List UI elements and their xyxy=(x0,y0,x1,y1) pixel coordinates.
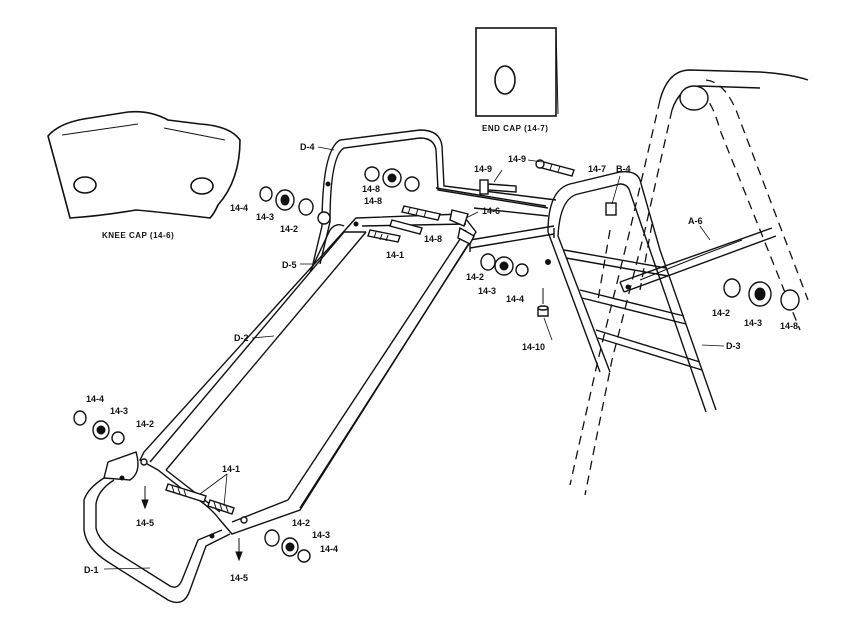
label-14-8-d: 14-8 xyxy=(780,321,798,331)
part-labels: D-4 D-5 D-2 D-1 D-3 B-4 A-6 14-9 14-9 14… xyxy=(84,142,798,583)
label-14-9-top: 14-9 xyxy=(474,164,492,174)
label-a6: A-6 xyxy=(688,216,703,226)
front-leg-frame xyxy=(83,451,231,604)
nut-cluster-top-left xyxy=(259,166,420,225)
label-14-4-bottom: 14-4 xyxy=(320,544,338,554)
label-14-3-mid: 14-3 xyxy=(478,286,496,296)
label-14-8-a: 14-8 xyxy=(362,184,380,194)
label-14-1-bottom: 14-1 xyxy=(222,464,240,474)
top-frame-bars xyxy=(309,129,557,273)
nut-cluster-right xyxy=(723,278,800,311)
label-14-8-c: 14-8 xyxy=(424,234,442,244)
top-bolts xyxy=(353,159,575,245)
label-14-5-bottom: 14-5 xyxy=(230,573,248,583)
label-14-2-mid: 14-2 xyxy=(466,272,484,282)
label-14-4-top: 14-4 xyxy=(230,203,248,213)
label-14-1-top: 14-1 xyxy=(386,250,404,260)
label-14-8-b: 14-8 xyxy=(364,196,382,206)
screws-14-5 xyxy=(141,486,243,562)
label-14-10: 14-10 xyxy=(522,342,545,352)
label-d5: D-5 xyxy=(282,260,297,270)
label-14-5-left: 14-5 xyxy=(136,518,154,528)
knee-cap-caption: KNEE CAP (14-6) xyxy=(102,231,174,240)
nut-cluster-bottom xyxy=(264,529,311,563)
label-d3: D-3 xyxy=(726,341,741,351)
nut-cluster-left xyxy=(73,410,125,445)
label-14-3-top: 14-3 xyxy=(256,212,274,222)
label-14-7: 14-7 xyxy=(588,164,606,174)
label-14-4-mid: 14-4 xyxy=(506,294,524,304)
cross-bar-a6 xyxy=(619,227,777,293)
knee-cap-inset: KNEE CAP (14-6) xyxy=(47,110,241,240)
end-cap-caption: END CAP (14-7) xyxy=(482,124,548,133)
label-14-3-left: 14-3 xyxy=(110,406,128,416)
label-14-2-top: 14-2 xyxy=(280,224,298,234)
bottom-bolts xyxy=(140,458,248,524)
nut-cluster-mid xyxy=(480,253,549,317)
end-cap-inset: END CAP (14-7) xyxy=(475,27,559,133)
label-b4: B-4 xyxy=(616,164,631,174)
frame-phantom-legs xyxy=(569,79,809,496)
label-14-2-right: 14-2 xyxy=(712,308,730,318)
label-14-4-left: 14-4 xyxy=(86,394,104,404)
leader-lines xyxy=(103,146,725,570)
label-14-3-bottom: 14-3 xyxy=(312,530,330,540)
label-14-6: 14-6 xyxy=(482,206,500,216)
label-d1: D-1 xyxy=(84,565,99,575)
label-14-9-right: 14-9 xyxy=(508,154,526,164)
swing-frame-top xyxy=(659,69,809,111)
ladder-assembly xyxy=(545,170,717,413)
label-d2: D-2 xyxy=(234,333,249,343)
label-14-3-right: 14-3 xyxy=(744,318,762,328)
label-d4: D-4 xyxy=(300,142,315,152)
slide-bed xyxy=(139,213,477,535)
label-14-2-left: 14-2 xyxy=(136,419,154,429)
label-14-2-bottom: 14-2 xyxy=(292,518,310,528)
